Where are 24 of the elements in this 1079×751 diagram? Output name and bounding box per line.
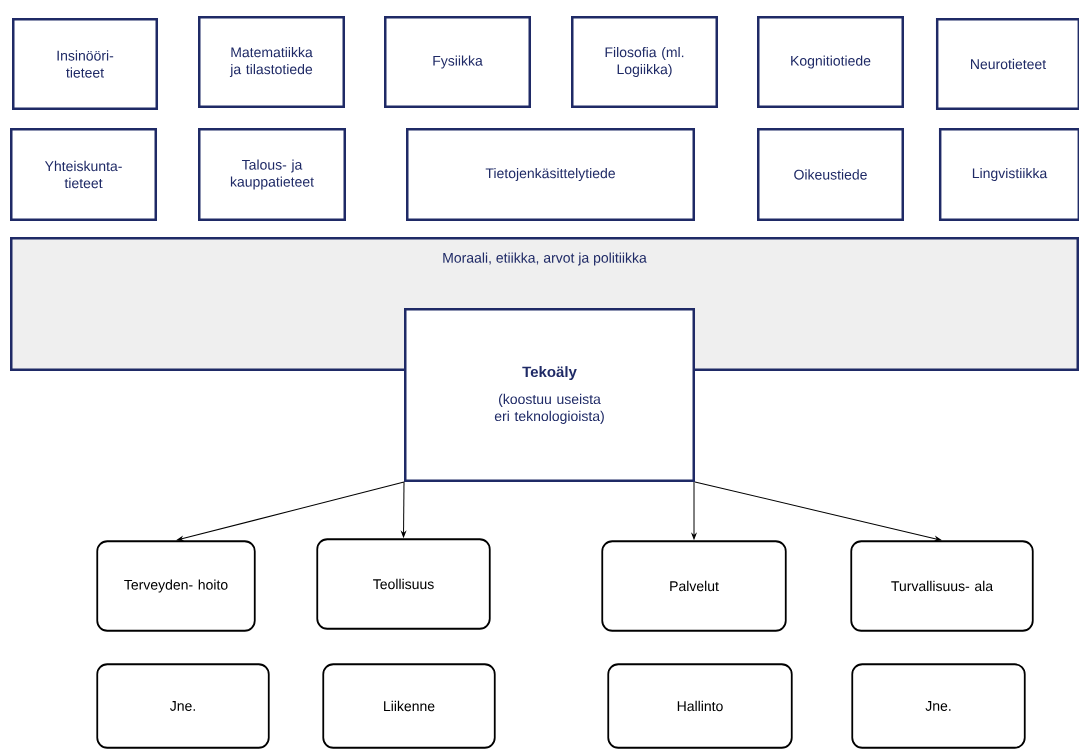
discipline-box: Tietojenkäsittelytiede — [406, 128, 695, 221]
sector-box: Palvelut — [601, 540, 787, 632]
discipline-box: Talous- ja kauppatieteet — [198, 128, 346, 221]
arrow — [691, 481, 697, 540]
arrow — [176, 481, 405, 542]
discipline-box: Neurotieteet — [935, 18, 1079, 110]
sector-box: Teollisuus — [316, 538, 491, 630]
discipline-box: Insinööri- tieteet — [12, 18, 158, 110]
arrow — [401, 481, 406, 538]
discipline-box: Matematiikka ja tilastotiede — [198, 16, 345, 108]
discipline-box: Lingvistiikka — [938, 128, 1079, 221]
sector-box: Jne. — [851, 663, 1026, 749]
sector-box: Turvallisuus- ala — [850, 540, 1034, 632]
discipline-box: Filosofia (ml. Logiikka) — [571, 16, 718, 108]
sector-box: Hallinto — [607, 663, 793, 749]
sector-box: Jne. — [96, 663, 270, 749]
sector-box: Terveyden- hoito — [96, 540, 256, 632]
discipline-box: Yhteiskunta- tieteet — [10, 128, 157, 221]
discipline-box: Fysiikka — [384, 16, 531, 108]
discipline-box: Oikeustiede — [757, 128, 904, 221]
arrow — [694, 481, 942, 542]
discipline-box: Kognitiotiede — [757, 16, 904, 108]
center-box: Tekoäly (koostuu useista eri teknologioista) — [404, 308, 695, 482]
sector-box: Liikenne — [322, 663, 496, 749]
